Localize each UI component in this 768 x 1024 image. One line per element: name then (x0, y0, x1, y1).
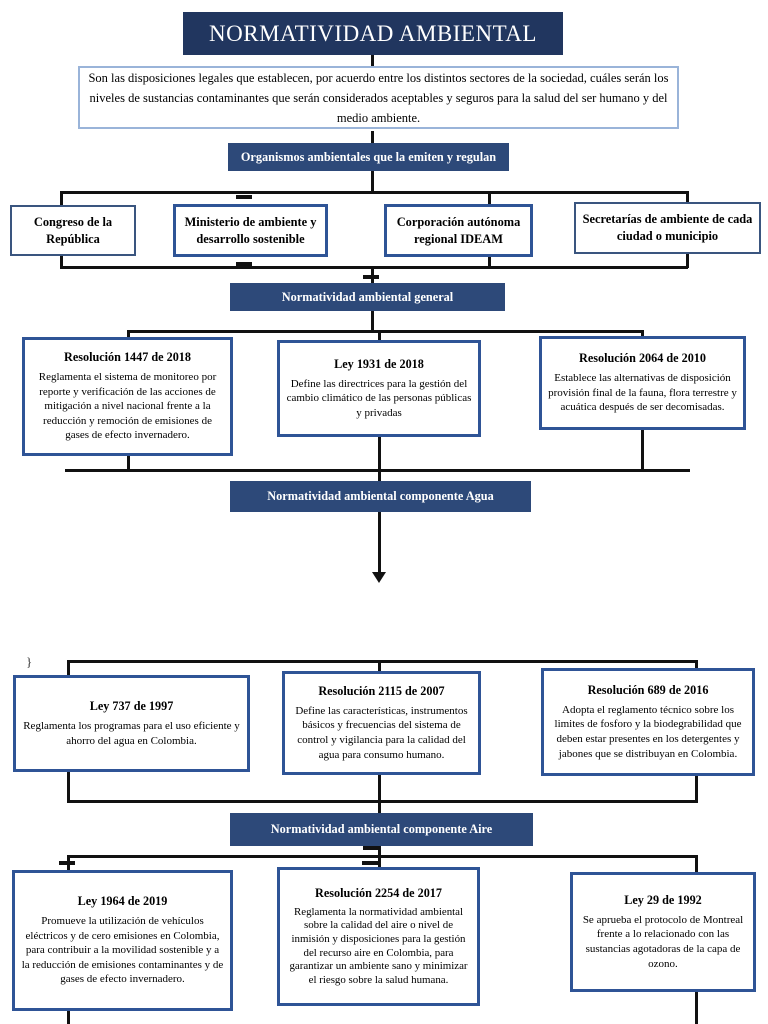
norm-body: Reglamenta los programas para el uso efi… (23, 719, 240, 747)
connector-line (641, 430, 644, 469)
arrow-head-icon (372, 572, 386, 583)
org-box-congreso: Congreso de la República (10, 205, 136, 256)
connector-line (695, 776, 698, 800)
norm-title: Resolución 2115 de 2007 (318, 683, 445, 698)
description-box: Son las disposiciones legales que establ… (78, 66, 679, 129)
connector-line (60, 256, 63, 268)
norm-body: Se aprueba el protocolo de Montreal fren… (582, 913, 744, 970)
connector-line (67, 855, 698, 858)
norm-body: Define las características, instrumentos… (295, 704, 468, 761)
connector-line (488, 257, 491, 268)
connector-line (378, 330, 381, 340)
arrow-shaft (378, 512, 381, 574)
connector-line (67, 1011, 70, 1024)
norm-body: Establece las alternativas de disposició… (548, 372, 737, 414)
banner-agua: Normatividad ambiental componente Agua (230, 481, 531, 512)
connector-dash (59, 861, 75, 865)
connector-line (378, 800, 381, 813)
connector-line (378, 437, 381, 481)
norm-box-ley-1931: Ley 1931 de 2018 Define las directrices … (277, 340, 481, 437)
connector-line (686, 191, 689, 203)
banner-aire: Normatividad ambiental componente Aire (230, 813, 533, 846)
connector-line (378, 775, 381, 800)
connector-line (686, 254, 689, 268)
banner-organisms: Organismos ambientales que la emiten y r… (228, 143, 509, 171)
connector-line (67, 660, 70, 675)
connector-line (60, 191, 63, 205)
norm-title: Ley 1931 de 2018 (334, 356, 424, 371)
connector-line (67, 660, 698, 663)
connector-line (371, 55, 374, 66)
connector-line (371, 171, 374, 191)
norm-title: Resolución 689 de 2016 (587, 682, 709, 697)
connector-line (695, 855, 698, 872)
norm-box-ley-737: Ley 737 de 1997 Reglamenta los programas… (13, 675, 250, 772)
norm-title: Ley 1964 de 2019 (77, 894, 168, 909)
norm-box-resolucion-2254: Resolución 2254 de 2017 Reglamenta la no… (277, 867, 480, 1006)
norm-title: Resolución 1447 de 2018 (64, 350, 191, 365)
connector-dash (362, 861, 378, 865)
connector-line (371, 266, 374, 283)
page-title: NORMATIVIDAD AMBIENTAL (183, 12, 563, 55)
norm-box-ley-29: Ley 29 de 1992 Se aprueba el protocolo d… (570, 872, 756, 992)
connector-line (371, 131, 374, 143)
connector-line (127, 330, 130, 337)
connector-line (67, 772, 70, 800)
norm-title: Ley 29 de 1992 (624, 892, 702, 907)
connector-line (371, 311, 374, 330)
connector-dash (363, 846, 379, 850)
connector-line (488, 191, 491, 205)
connector-line (127, 456, 130, 469)
connector-line (695, 992, 698, 1024)
norm-body: Adopta el reglamento técnico sobre los l… (554, 703, 742, 760)
brace-decoration: } (26, 654, 33, 669)
org-box-corporacion: Corporación autónoma regional IDEAM (384, 204, 533, 257)
norm-box-resolucion-1447: Resolución 1447 de 2018 Reglamenta el si… (22, 337, 233, 456)
norm-box-resolucion-2115: Resolución 2115 de 2007 Define las carac… (282, 671, 481, 775)
connector-line (60, 191, 688, 194)
norm-title: Ley 737 de 1997 (89, 698, 174, 713)
connector-dash (363, 275, 379, 279)
norm-body: Reglamenta el sistema de monitoreo por r… (38, 371, 217, 442)
connector-line (65, 469, 690, 472)
norm-body: Define las directrices para la gestión d… (286, 377, 472, 419)
norm-title: Resolución 2254 de 2017 (315, 885, 442, 900)
connector-line (60, 266, 688, 269)
norm-body: Promueve la utilización de vehículos elé… (21, 915, 224, 986)
norm-box-ley-1964: Ley 1964 de 2019 Promueve la utilización… (12, 870, 233, 1011)
connector-line (641, 330, 644, 336)
norm-box-resolucion-689: Resolución 689 de 2016 Adopta el reglame… (541, 668, 755, 776)
banner-general: Normatividad ambiental general (230, 283, 505, 311)
norm-box-resolucion-2064: Resolución 2064 de 2010 Establece las al… (539, 336, 746, 430)
org-box-ministerio: Ministerio de ambiente y desarrollo sost… (173, 204, 328, 257)
org-box-secretarias: Secretarías de ambiente de cada ciudad o… (574, 202, 761, 254)
connector-line (695, 660, 698, 668)
connector-line (127, 330, 644, 333)
norm-body: Reglamenta la normatividad ambiental sob… (289, 905, 468, 986)
connector-dash (236, 195, 252, 199)
norm-title: Resolución 2064 de 2010 (579, 351, 706, 366)
connector-dash (236, 262, 252, 266)
connector-line (67, 800, 698, 803)
connector-line (378, 660, 381, 671)
